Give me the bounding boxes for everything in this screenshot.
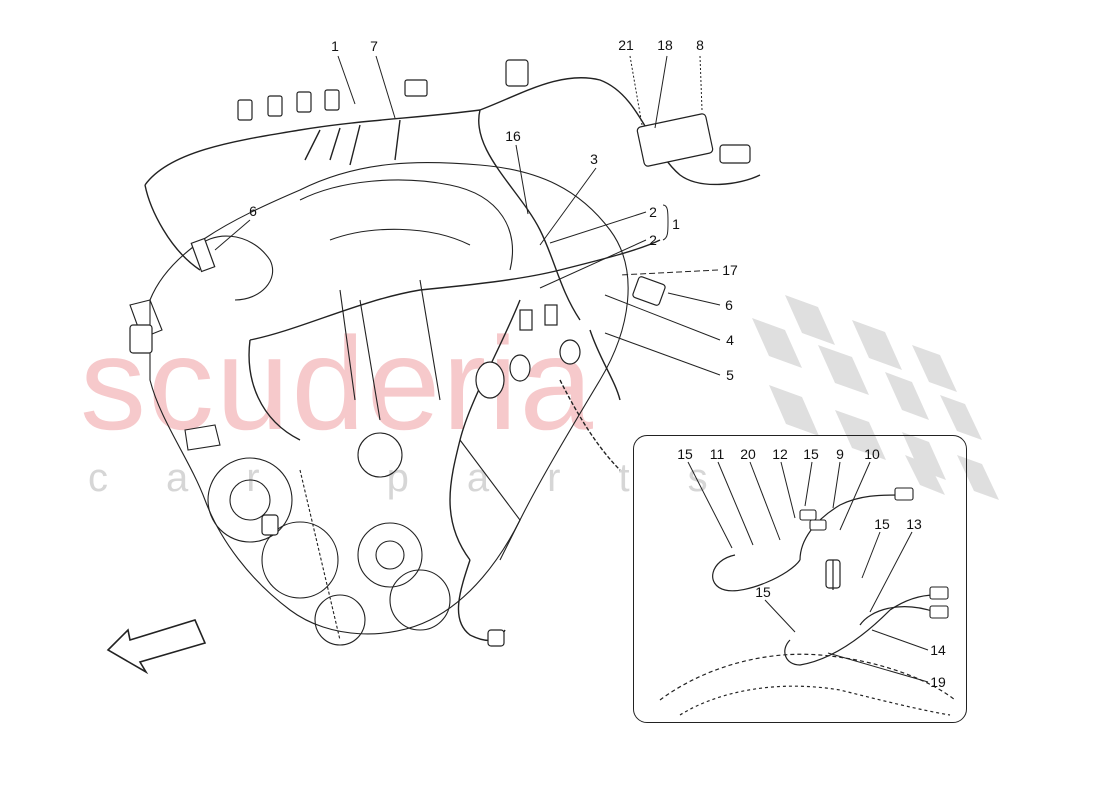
inset-callout-10: 10 xyxy=(864,446,880,462)
callout-16: 16 xyxy=(505,128,521,144)
callout-2: 2 xyxy=(649,204,657,220)
watermark-sub-text: car parts xyxy=(88,456,766,500)
callout-7: 7 xyxy=(370,38,378,54)
watermark-brand-text: scuderia xyxy=(80,310,595,457)
callout-1: 1 xyxy=(331,38,339,54)
callout-4: 4 xyxy=(726,332,734,348)
checkered-flag-watermark xyxy=(752,295,999,500)
callout-2: 2 xyxy=(649,232,657,248)
inset-callout-20: 20 xyxy=(740,446,756,462)
inset-callout-13: 13 xyxy=(906,516,922,532)
callout-6: 6 xyxy=(249,203,257,219)
callout-5: 5 xyxy=(726,367,734,383)
inset-callout-11: 11 xyxy=(709,446,725,462)
callout-1: 1 xyxy=(672,216,680,232)
callout-21: 21 xyxy=(618,37,634,53)
inset-callout-9: 9 xyxy=(836,446,844,462)
inset-callout-12: 12 xyxy=(772,446,788,462)
inset-callout-19: 19 xyxy=(930,674,946,690)
detail-inset-frame xyxy=(633,435,967,723)
inset-callout-15: 15 xyxy=(755,584,771,600)
callout-17: 17 xyxy=(722,262,738,278)
direction-arrow-icon xyxy=(106,619,207,675)
callout-3: 3 xyxy=(590,151,598,167)
inset-callout-15: 15 xyxy=(803,446,819,462)
inset-callout-15: 15 xyxy=(874,516,890,532)
inset-callout-15: 15 xyxy=(677,446,693,462)
callout-6: 6 xyxy=(725,297,733,313)
callout-8: 8 xyxy=(696,37,704,53)
callout-18: 18 xyxy=(657,37,673,53)
inset-callout-14: 14 xyxy=(930,642,946,658)
